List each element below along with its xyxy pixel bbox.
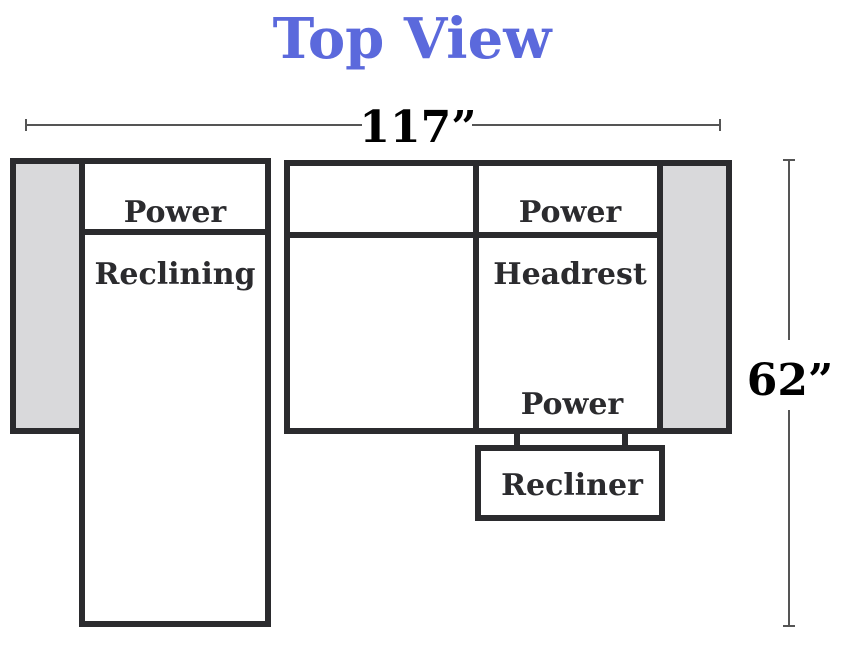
chaise-reclining-label: Reclining [94, 257, 255, 292]
footrest-box [475, 445, 665, 521]
width-dimension: 117” [25, 102, 721, 153]
right-sofa-section: Power Headrest Power [284, 160, 732, 434]
diagram-title: Top View [273, 6, 554, 72]
left-arm [10, 158, 85, 434]
recliner-power-label: Power [521, 387, 625, 422]
right-arm [657, 160, 732, 434]
width-dimension-label: 117” [359, 102, 476, 153]
height-dimension-label: 62” [747, 355, 834, 406]
chaise-power-label: Power [124, 195, 228, 230]
recliner-footrest: Recliner [475, 431, 665, 521]
recliner-label: Recliner [501, 468, 644, 503]
headrest-label: Headrest [493, 257, 647, 292]
chaise-seat [79, 158, 271, 627]
height-dimension: 62” [747, 159, 834, 627]
headrest-power-label: Power [519, 195, 623, 230]
right-sofa-frame [284, 160, 732, 434]
left-chaise-section: Power Reclining [10, 158, 271, 627]
